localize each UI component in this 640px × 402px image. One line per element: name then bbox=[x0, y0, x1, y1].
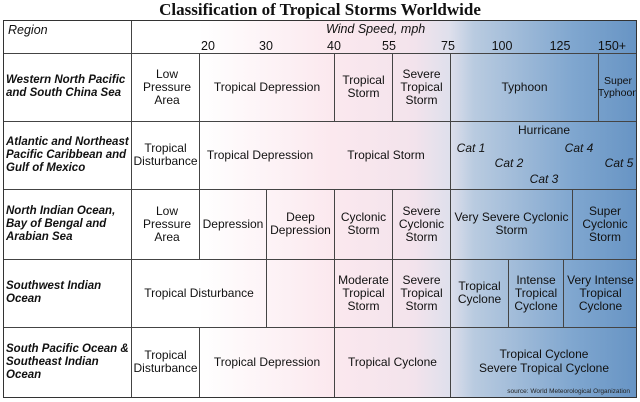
category-cell: Super Typhoon bbox=[597, 75, 637, 99]
category-cell: Moderate Tropical Storm bbox=[338, 272, 389, 313]
row-divider bbox=[4, 53, 636, 54]
tick-label: 100 bbox=[491, 39, 513, 53]
category-cell: Tropical Depression bbox=[206, 147, 314, 162]
cell-divider bbox=[392, 259, 393, 327]
cell-divider bbox=[199, 121, 200, 189]
cell-divider bbox=[450, 53, 451, 121]
classification-table: Region Wind Speed, mph 20 30 40 55 75 10… bbox=[3, 20, 637, 398]
category-cell: Tropical Cyclone bbox=[499, 346, 589, 361]
hurricane-label: Hurricane bbox=[517, 122, 571, 137]
region-label: North Indian Ocean, Bay of Bengal and Ar… bbox=[6, 204, 116, 243]
cell-divider bbox=[392, 53, 393, 121]
row-divider bbox=[4, 259, 636, 260]
cell-divider bbox=[334, 189, 335, 259]
category-1-label: Cat 1 bbox=[456, 140, 486, 155]
category-cell: Intense Tropical Cyclone bbox=[514, 272, 558, 313]
category-5-label: Cat 5 bbox=[604, 155, 634, 170]
category-cell: Low Pressure Area bbox=[142, 66, 192, 107]
header-region-label: Region bbox=[8, 23, 48, 37]
cell-divider bbox=[598, 53, 599, 121]
category-cell: Tropical Depression bbox=[213, 354, 321, 369]
tick-label: 30 bbox=[259, 39, 273, 53]
category-cell: Deep Depression bbox=[270, 210, 331, 237]
cell-divider bbox=[266, 189, 267, 259]
region-label: Atlantic and Northeast Pacific Caribbean… bbox=[6, 135, 129, 174]
tick-label: 55 bbox=[382, 39, 396, 53]
cell-divider bbox=[450, 189, 451, 259]
tick-label: 40 bbox=[327, 39, 341, 53]
category-3-label: Cat 3 bbox=[529, 171, 559, 186]
category-cell: Severe Cyclonic Storm bbox=[398, 203, 445, 244]
category-cell: Cyclonic Storm bbox=[340, 210, 387, 237]
cell-divider bbox=[450, 259, 451, 327]
cell-divider bbox=[572, 189, 573, 259]
category-cell: Tropical Disturbance bbox=[133, 141, 198, 168]
tick-label: 20 bbox=[201, 39, 215, 53]
category-2-label: Cat 2 bbox=[494, 155, 524, 170]
tick-label: 150+ bbox=[597, 39, 627, 53]
cell-divider bbox=[199, 327, 200, 397]
category-cell: Super Cyclonic Storm bbox=[582, 203, 628, 244]
category-cell: Tropical Depression bbox=[213, 79, 321, 94]
cell-divider bbox=[266, 259, 267, 327]
cell-divider bbox=[563, 259, 564, 327]
region-label: South Pacific Ocean & Southeast Indian O… bbox=[6, 342, 129, 381]
category-cell: Severe Tropical Storm bbox=[400, 272, 443, 313]
category-cell: Severe Tropical Cyclone bbox=[478, 360, 610, 375]
category-cell: Tropical Cyclone bbox=[348, 354, 437, 369]
row-divider bbox=[4, 189, 636, 190]
cell-divider bbox=[334, 259, 335, 327]
category-cell: Tropical Disturbance bbox=[133, 348, 198, 375]
cell-divider bbox=[199, 53, 200, 121]
region-label: Southwest Indian Ocean bbox=[6, 280, 102, 305]
cell-divider bbox=[334, 53, 335, 121]
region-column-divider bbox=[131, 21, 132, 397]
cell-divider bbox=[199, 189, 200, 259]
region-label: Western North Pacific and South China Se… bbox=[6, 74, 126, 99]
category-cell: Tropical Storm bbox=[347, 147, 425, 162]
cell-divider bbox=[450, 327, 451, 397]
category-cell: Very Intense Tropical Cyclone bbox=[567, 272, 634, 313]
cell-divider bbox=[334, 327, 335, 397]
category-cell: Low Pressure Area bbox=[142, 203, 192, 244]
header-wind-speed-label: Wind Speed, mph bbox=[326, 22, 426, 36]
category-cell: Tropical Storm bbox=[342, 73, 385, 100]
tick-label: 75 bbox=[441, 39, 455, 53]
source-credit: source: World Meteorological Organizatio… bbox=[507, 388, 630, 395]
cell-divider bbox=[450, 121, 451, 189]
category-cell: Depression bbox=[202, 216, 264, 231]
category-cell: Tropical Cyclone bbox=[457, 279, 502, 306]
category-cell: Tropical Disturbance bbox=[144, 285, 254, 300]
page-title: Classification of Tropical Storms Worldw… bbox=[159, 0, 481, 19]
category-cell: Severe Tropical Storm bbox=[400, 66, 443, 107]
cell-divider bbox=[508, 259, 509, 327]
row-divider bbox=[4, 327, 636, 328]
row-divider bbox=[4, 121, 636, 122]
category-4-label: Cat 4 bbox=[564, 140, 594, 155]
category-cell: Typhoon bbox=[501, 79, 548, 94]
cell-divider bbox=[392, 189, 393, 259]
category-cell: Very Severe Cyclonic Storm bbox=[454, 210, 569, 237]
tick-label: 125 bbox=[549, 39, 571, 53]
